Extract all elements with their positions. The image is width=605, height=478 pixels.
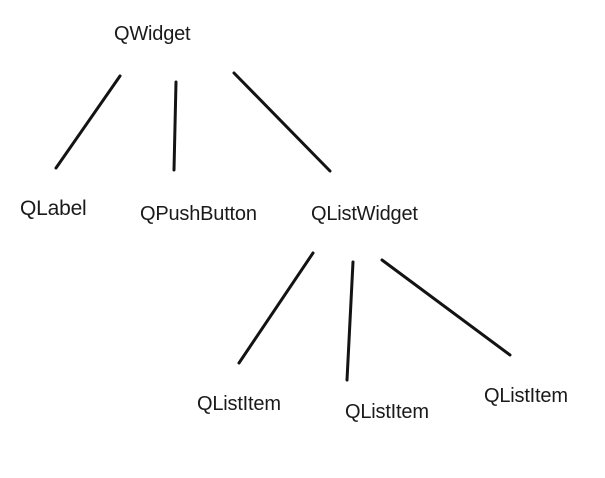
- node-qlistitem-1: QListItem: [197, 393, 281, 415]
- node-qlistitem-3: QListItem: [484, 385, 568, 407]
- node-qlistitem-2: QListItem: [345, 401, 429, 423]
- edge-qlistwidget-qlistitem-3: [380, 258, 512, 357]
- edge-qwidget-qlabel: [54, 74, 122, 170]
- node-qlabel: QLabel: [20, 197, 87, 220]
- edge-qwidget-qlistwidget: [232, 71, 332, 173]
- node-qwidget: QWidget: [114, 23, 191, 45]
- edge-qlistwidget-qlistitem-1: [237, 251, 315, 365]
- edge-qwidget-qpushbutton: [172, 80, 178, 172]
- node-qlistwidget: QListWidget: [311, 203, 418, 225]
- node-qpushbutton: QPushButton: [140, 203, 257, 225]
- edge-qlistwidget-qlistitem-2: [345, 260, 355, 382]
